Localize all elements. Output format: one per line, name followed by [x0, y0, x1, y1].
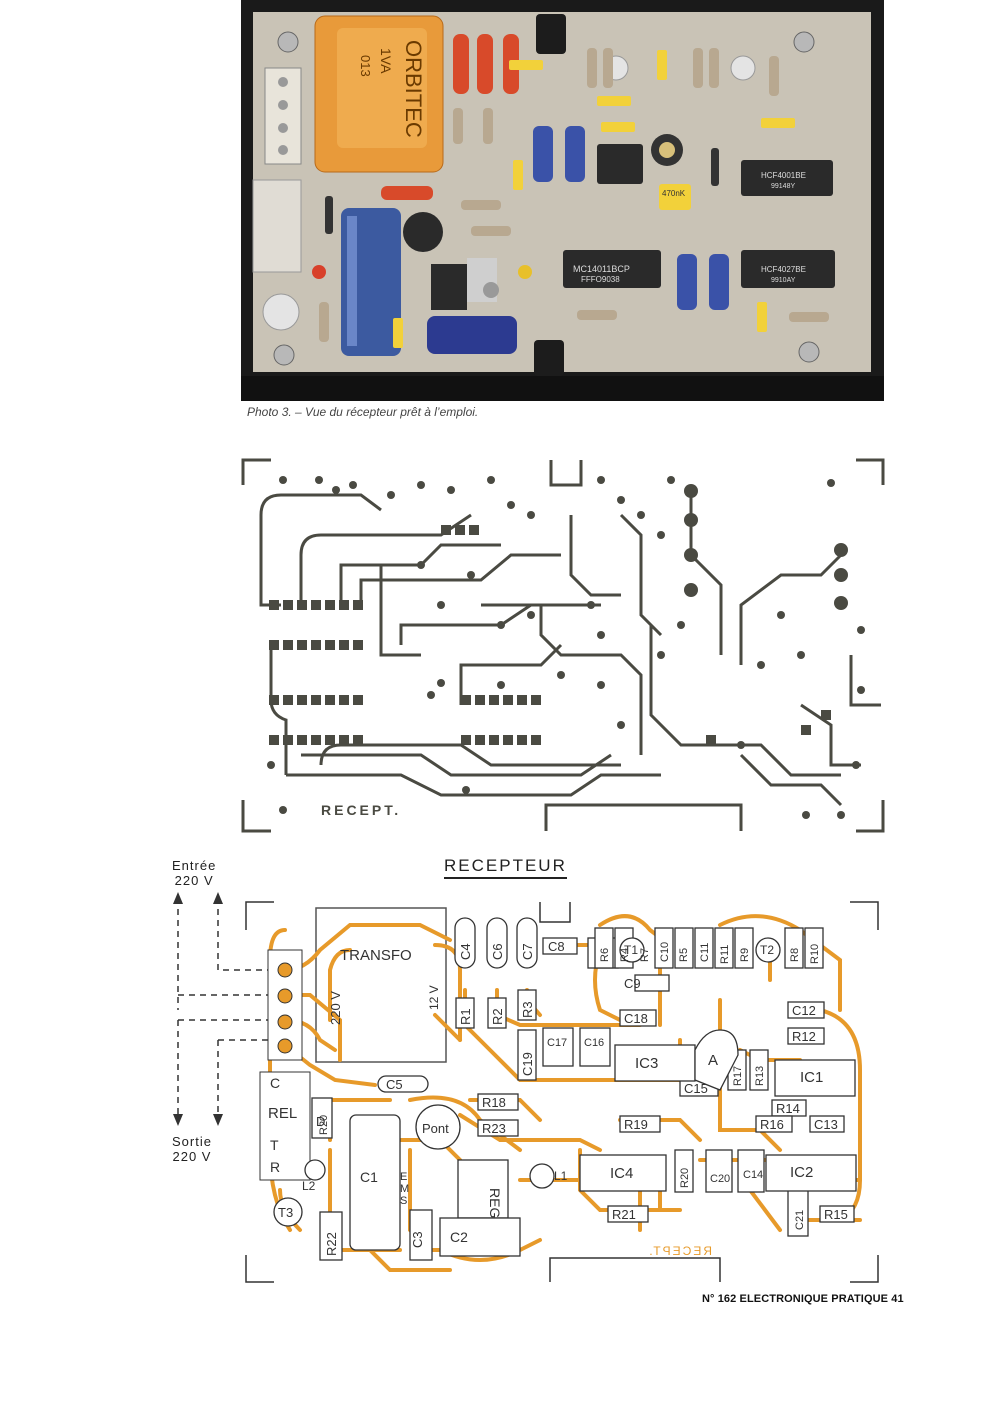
label-c18: C18: [624, 1011, 648, 1026]
label-c16: C16: [584, 1037, 604, 1049]
label-r20b: R20: [679, 1168, 691, 1188]
label-r17: R17: [732, 1066, 744, 1086]
label-r13: R13: [754, 1066, 766, 1086]
label-c8: C8: [548, 939, 565, 954]
label-m: M: [400, 1183, 409, 1195]
label-c4: C4: [458, 943, 473, 960]
label-a: A: [708, 1052, 718, 1069]
footer-page: 41: [891, 1293, 904, 1305]
label-c-term: C: [270, 1075, 280, 1091]
label-r18: R18: [482, 1095, 506, 1110]
input-label: Entrée 220 V: [172, 858, 216, 888]
label-r4: R4: [619, 948, 631, 962]
label-r23: R23: [482, 1121, 506, 1136]
output-label-line1: Sortie: [172, 1134, 212, 1149]
label-d: D: [316, 1114, 325, 1129]
label-t1: T1: [624, 943, 638, 957]
ic2-sub: 99148Y: [771, 183, 795, 190]
label-r10: R10: [809, 944, 821, 964]
label-c5: C5: [386, 1077, 403, 1092]
label-c15: C15: [684, 1081, 708, 1096]
transformer-code: 013: [358, 55, 373, 77]
label-ic2: IC2: [790, 1164, 813, 1181]
label-r1: R1: [458, 1008, 473, 1025]
output-label-line2: 220 V: [172, 1149, 212, 1164]
label-c14: C14: [743, 1169, 763, 1181]
ic1-sub: FFFO9038: [581, 275, 620, 284]
label-ic1: IC1: [800, 1069, 823, 1086]
label-220v: 220 V: [328, 991, 343, 1025]
label-ic4: IC4: [610, 1165, 633, 1182]
label-c13: C13: [814, 1117, 838, 1132]
label-r11: R11: [719, 945, 731, 964]
label-ic3: IC3: [635, 1055, 658, 1072]
label-c17: C17: [547, 1037, 567, 1049]
label-c20: C20: [710, 1173, 730, 1185]
component-layout: TRANSFO 220 V 12 V REL C T R Pont REG E …: [160, 850, 900, 1290]
label-r6: R6: [599, 948, 611, 962]
label-e: E: [400, 1171, 407, 1183]
label-r7: R7: [639, 948, 651, 962]
pcb-copper-layout: RECEPT.: [241, 455, 886, 835]
footer-issue: N° 162: [702, 1293, 737, 1305]
label-l2: L2: [302, 1179, 316, 1193]
label-r8: R8: [789, 948, 801, 962]
label-c6: C6: [490, 943, 505, 960]
input-label-line1: Entrée: [172, 858, 217, 873]
label-r5: R5: [678, 948, 690, 962]
ic3-marking: HCF4027BE: [761, 265, 806, 274]
ic2-marking: HCF4001BE: [761, 171, 806, 180]
label-r21: R21: [612, 1207, 636, 1222]
label-r-term: R: [270, 1159, 280, 1175]
label-c1: C1: [360, 1169, 378, 1185]
label-r2: R2: [490, 1008, 505, 1025]
label-c12: C12: [792, 1003, 816, 1018]
label-r9: R9: [739, 948, 751, 962]
label-t2: T2: [760, 943, 774, 957]
output-label: Sortie 220 V: [172, 1134, 212, 1164]
label-r22: R22: [324, 1232, 339, 1256]
receiver-photo: ORBITEC 1VA 013 MC14011BCP FFFO9038 HCF4…: [241, 0, 884, 401]
label-r16: R16: [760, 1117, 784, 1132]
label-c19: C19: [520, 1052, 535, 1076]
label-c10: C10: [659, 942, 671, 962]
label-c3: C3: [410, 1231, 425, 1248]
label-r3: R3: [520, 1001, 535, 1018]
label-c21: C21: [794, 1210, 806, 1230]
transformer-rating: 1VA: [378, 48, 394, 74]
label-reg: REG: [487, 1188, 503, 1218]
label-t3: T3: [278, 1205, 293, 1220]
input-label-line2: 220 V: [174, 873, 214, 888]
label-c9: C9: [624, 976, 641, 991]
label-c11: C11: [699, 943, 711, 962]
label-r14: R14: [776, 1101, 800, 1116]
label-l1: L1: [554, 1169, 568, 1183]
label-r19: R19: [624, 1117, 648, 1132]
label-r20a: R20: [318, 1115, 330, 1135]
label-r15: R15: [824, 1207, 848, 1222]
label-transfo: TRANSFO: [340, 947, 412, 964]
page-footer: N° 162 ELECTRONIQUE PRATIQUE 41: [702, 1293, 904, 1305]
label-pont: Pont: [422, 1121, 449, 1136]
photo-caption: Photo 3. – Vue du récepteur prêt à l’emp…: [247, 405, 479, 419]
layout-title: RECEPTEUR: [444, 856, 567, 879]
label-rel: REL: [268, 1105, 297, 1122]
label-c7: C7: [520, 943, 535, 960]
transformer-brand: ORBITEC: [401, 40, 426, 138]
footer-magazine: ELECTRONIQUE PRATIQUE: [739, 1293, 889, 1305]
cap-marking: 470nK: [662, 189, 686, 198]
label-mirror: RECEPT.: [647, 1244, 712, 1258]
label-r12: R12: [792, 1029, 816, 1044]
label-s: S: [400, 1195, 407, 1207]
pcb-label: RECEPT.: [321, 802, 401, 818]
label-c2: C2: [450, 1229, 468, 1245]
ic3-sub: 9910AY: [771, 277, 796, 284]
label-t-term: T: [270, 1137, 279, 1153]
label-12v: 12 V: [427, 985, 441, 1010]
ic1-marking: MC14011BCP: [573, 264, 630, 274]
